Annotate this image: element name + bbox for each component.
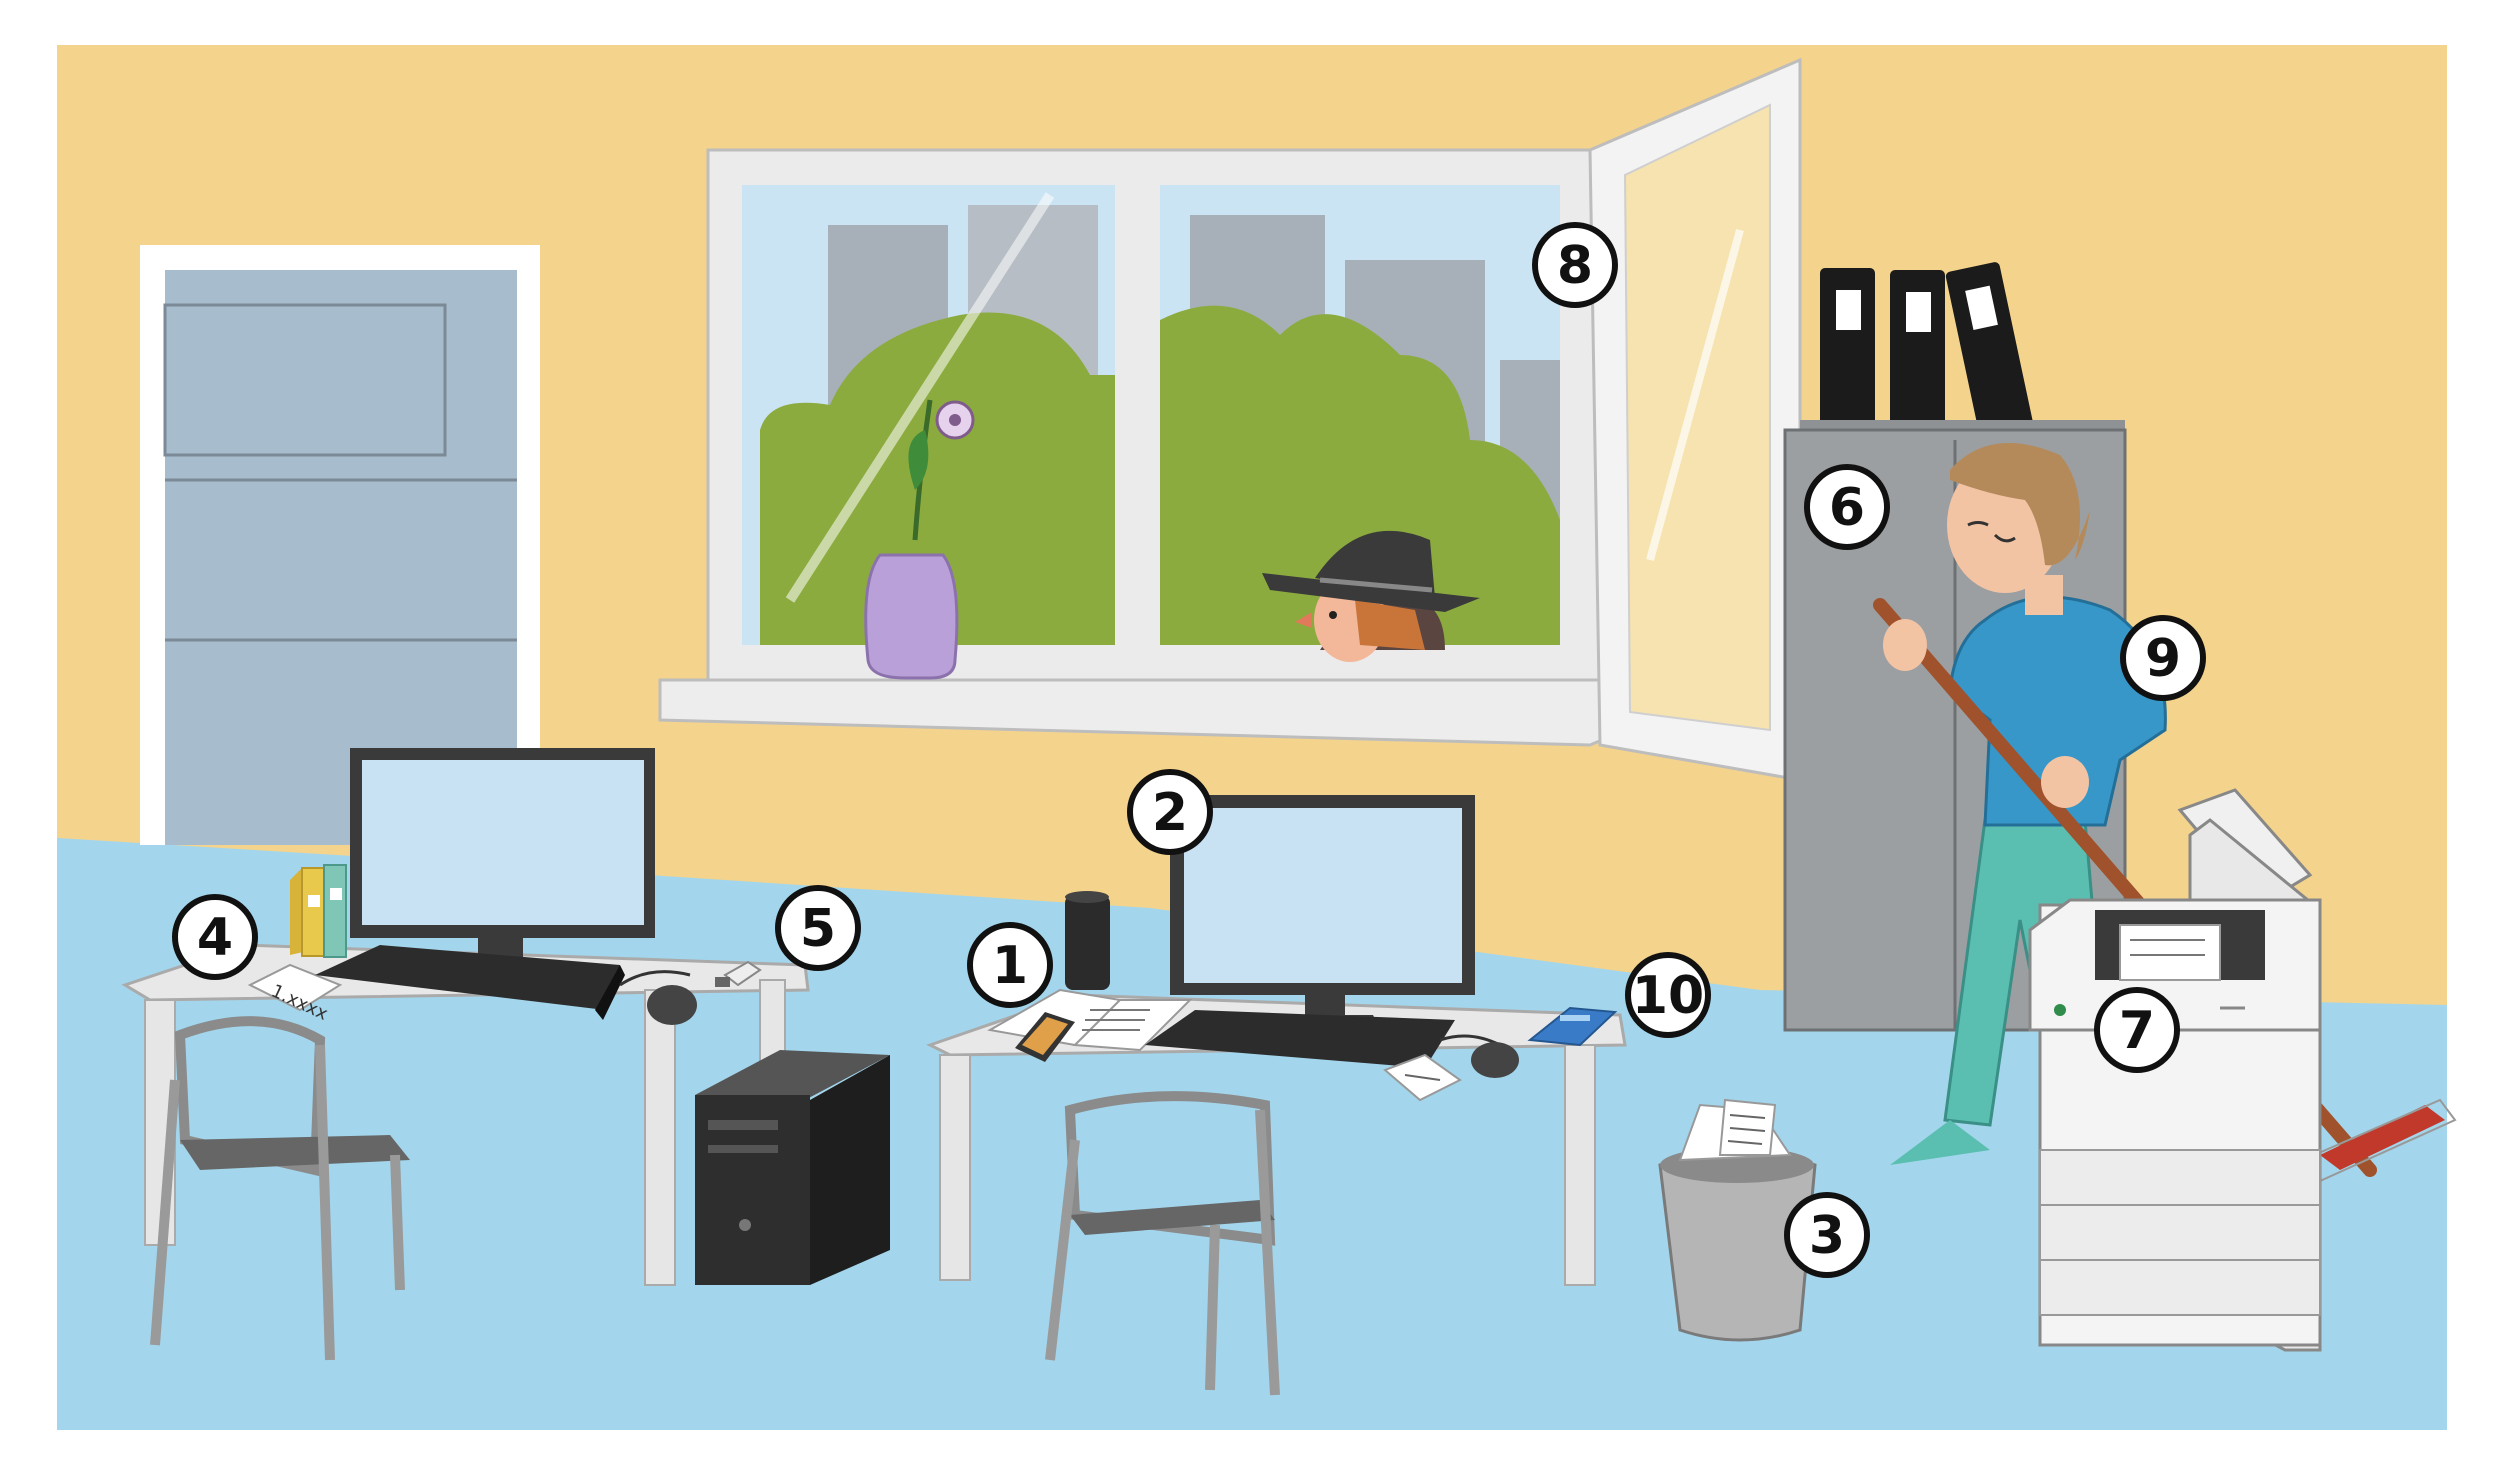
- binders: [1820, 262, 2034, 440]
- left-books: [290, 864, 347, 958]
- blue-passbook: [1527, 1006, 1618, 1047]
- marker-2: 2: [1127, 769, 1213, 855]
- marker-label: 3: [1809, 1206, 1845, 1266]
- left-chair: [150, 1016, 410, 1361]
- marker-3: 3: [1784, 1192, 1870, 1278]
- spy-figure: [1262, 530, 1480, 662]
- marker-5: 5: [775, 885, 861, 971]
- marker-label: 6: [1829, 478, 1865, 538]
- marker-4: 4: [172, 894, 258, 980]
- usb-stick: [715, 960, 762, 987]
- smart-speaker: [1065, 891, 1110, 990]
- number-markers: 1 2 3 4 5 6 7 8 9 10: [172, 222, 2206, 1278]
- right-mouse: [1471, 1042, 1519, 1078]
- left-keyboard: [315, 945, 625, 1020]
- marker-circle: [1127, 769, 1213, 855]
- marker-7: 7: [2094, 987, 2180, 1073]
- left-monitor: [350, 748, 655, 975]
- waste-basket: [1658, 1098, 1817, 1342]
- marker-label: 5: [800, 899, 836, 959]
- marker-label: 7: [2119, 1001, 2155, 1061]
- window: [658, 57, 1802, 782]
- marker-label: 10: [1632, 966, 1704, 1026]
- marker-circle: [172, 894, 258, 980]
- left-pc-tower: [695, 1050, 890, 1285]
- right-desk-note: [1383, 1053, 1462, 1102]
- marker-label: 9: [2145, 629, 2181, 689]
- marker-label: 4: [197, 908, 233, 968]
- right-monitor: [1170, 795, 1475, 1025]
- marker-circle: [2120, 615, 2206, 701]
- marker-9: 9: [2120, 615, 2206, 701]
- marker-6: 6: [1804, 464, 1890, 550]
- marker-circle: [1532, 222, 1618, 308]
- right-chair: [1045, 1091, 1280, 1396]
- marker-circle: [775, 885, 861, 971]
- marker-circle: [1784, 1192, 1870, 1278]
- marker-circle: [1804, 464, 1890, 550]
- copier: [2028, 788, 2322, 1352]
- marker-1: 1: [967, 922, 1053, 1008]
- marker-10: 10: [1625, 952, 1711, 1038]
- marker-label: 2: [1152, 783, 1188, 843]
- marker-label: 1: [992, 936, 1028, 996]
- left-mouse: [647, 985, 697, 1025]
- flower-vase: [864, 399, 975, 680]
- smartphone: [1015, 1012, 1075, 1062]
- marker-circle: [1625, 952, 1711, 1038]
- marker-label: 8: [1557, 236, 1593, 296]
- marker-circle: [2094, 987, 2180, 1073]
- marker-8: 8: [1532, 222, 1618, 308]
- right-keyboard: [1145, 1010, 1455, 1068]
- marker-circle: [967, 922, 1053, 1008]
